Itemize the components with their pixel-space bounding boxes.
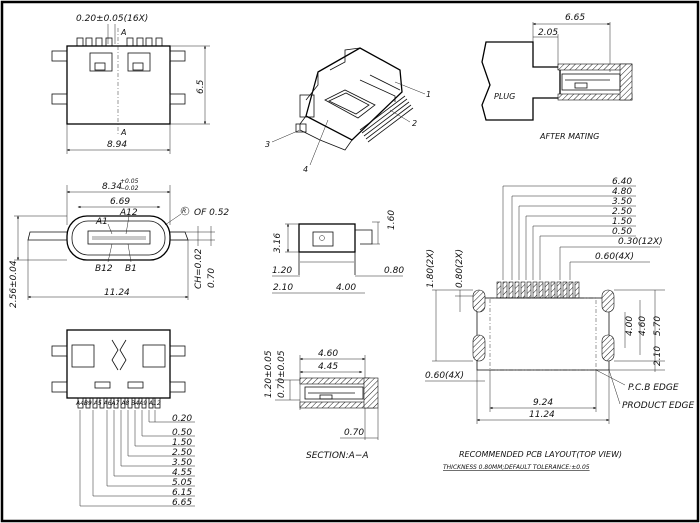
bottom-dim-5: 4.55: [172, 468, 192, 478]
pcb-top-dim-1: 4.80: [612, 187, 632, 197]
callout-1: 1: [426, 90, 431, 99]
pcb-right-dim-1: 4.00: [625, 316, 635, 336]
front-view: 0.20±0.05(16X) A A 6.5: [51, 14, 210, 154]
section-caption: SECTION:A−A: [306, 451, 369, 461]
pcb-top-dim-3: 2.50: [612, 207, 632, 217]
ch-dim: CH=0.02: [194, 248, 204, 289]
section-second-dim: 4.45: [318, 362, 338, 372]
side-left-dim: 1.20: [272, 266, 292, 276]
pcb-top-dim-2: 3.50: [612, 197, 632, 207]
mating-total-dim: 6.65: [565, 13, 585, 23]
bottom-dim-6: 5.05: [172, 478, 192, 488]
bottom-view: A4B9 A5 A6A7 A8 B4A9 A12 0.20 0.50 1.50 …: [51, 329, 195, 508]
pcb-right-dim-4: 2.10: [653, 346, 663, 366]
width-dim-label: 8.94: [107, 140, 127, 150]
pitch-dim-label: 0.20±0.05(16X): [76, 14, 148, 24]
pcb-subtitle: THICKNESS 0.80MM;DEFAULT TOLERANCE:±0.05: [443, 464, 590, 471]
pin-a12: A12: [119, 208, 138, 218]
side-view: 3.16 1.60 1.20 0.80 2.10 4.00: [272, 210, 404, 294]
callout-4: 4: [303, 165, 308, 174]
callout-3: 3: [265, 140, 270, 149]
pcb-layout: 6.40 4.80 3.50 2.50 1.50 0.50 0.30(12X) …: [425, 177, 695, 471]
pcb-left-dim-2: 0.80(2X): [455, 249, 465, 288]
side-bottom-mid: 4.00: [336, 283, 356, 293]
side-top-dim: 1.60: [387, 210, 397, 230]
pcb-right-dim-2: 4.60: [638, 316, 648, 336]
pcb-top-dim-4: 1.50: [612, 217, 632, 227]
pcb-top-dim-6: 0.30(12X): [618, 237, 663, 247]
mating-view: 6.65 2.05 PLUG AFTER MATING: [481, 13, 633, 141]
pcb-edge-label: P.C.B EDGE: [628, 383, 679, 393]
section-mark-bottom: A: [120, 128, 126, 137]
bottom-dim-1: 0.50: [172, 428, 192, 438]
callout-2: 2: [412, 119, 417, 128]
pcb-top-dim-7: 0.60(4X): [595, 252, 634, 262]
pcb-bottom-dim-1: 9.24: [533, 398, 553, 408]
section-mark-top: A: [120, 28, 126, 37]
face-height-dim: 2.56±0.04: [9, 260, 19, 308]
outer-tol-minus: −0.02: [120, 185, 139, 192]
pin-b12: B12: [95, 264, 113, 274]
bottom-dim-2: 1.50: [172, 438, 192, 448]
pcb-bottom-dim-2: 11.24: [529, 410, 555, 420]
pcb-top-dim-5: 0.50: [612, 227, 632, 237]
bottom-dim-4: 3.50: [172, 458, 192, 468]
pcb-left-bottom-dim: 0.60(4X): [425, 371, 464, 381]
product-edge-label: PRODUCT EDGE: [622, 401, 695, 411]
side-right-dim: 0.80: [384, 266, 404, 276]
radius-symbol: R: [182, 208, 186, 215]
pin-a1: A1: [95, 217, 108, 227]
section-top-dim: 4.60: [318, 349, 338, 359]
inner-width-dim: 6.69: [110, 197, 130, 207]
pcb-title: RECOMMENDED PCB LAYOUT(TOP VIEW): [459, 450, 622, 459]
bottom-dim-0: 0.20: [172, 414, 192, 424]
section-view: 1.20±0.05 0.70±0.05 4.60 4.45 0.70 SECTI…: [264, 349, 379, 461]
face-right-dim: 0.70: [207, 268, 217, 288]
outer-width-dim: 8.34: [102, 182, 122, 192]
iso-view: 1 2 3 4: [265, 47, 431, 174]
pcb-top-dim-0: 6.40: [612, 177, 632, 187]
pcb-right-dim-3: 5.70: [653, 316, 663, 336]
side-bottom-left: 2.10: [273, 283, 293, 293]
section-vdim-1: 1.20±0.05: [264, 350, 274, 398]
pin-b1: B1: [125, 264, 137, 274]
bottom-dim-3: 2.50: [172, 448, 192, 458]
mating-caption: AFTER MATING: [539, 132, 599, 141]
bottom-dim-8: 6.65: [172, 498, 192, 508]
radius-value: OF 0.52: [194, 208, 229, 218]
mating-offset-dim: 2.05: [538, 28, 558, 38]
pcb-left-dim-1: 1.80(2X): [426, 249, 436, 288]
side-height-dim: 3.16: [273, 233, 283, 253]
section-vdim-2: 0.70±0.05: [277, 350, 287, 398]
face-view: 8.34 +0.05 −0.02 6.69 A1 A12 B12 B1 R OF…: [9, 178, 229, 308]
outer-tol-plus: +0.05: [120, 178, 139, 185]
plug-label: PLUG: [494, 92, 515, 101]
face-bottom-width: 11.24: [104, 288, 130, 298]
height-dim-label: 6.5: [196, 79, 206, 94]
section-bottom-dim: 0.70: [344, 428, 364, 438]
bottom-pin-labels: A4B9 A5 A6A7 A8 B4A9 A12: [75, 400, 161, 407]
bottom-dim-7: 6.15: [172, 488, 192, 498]
